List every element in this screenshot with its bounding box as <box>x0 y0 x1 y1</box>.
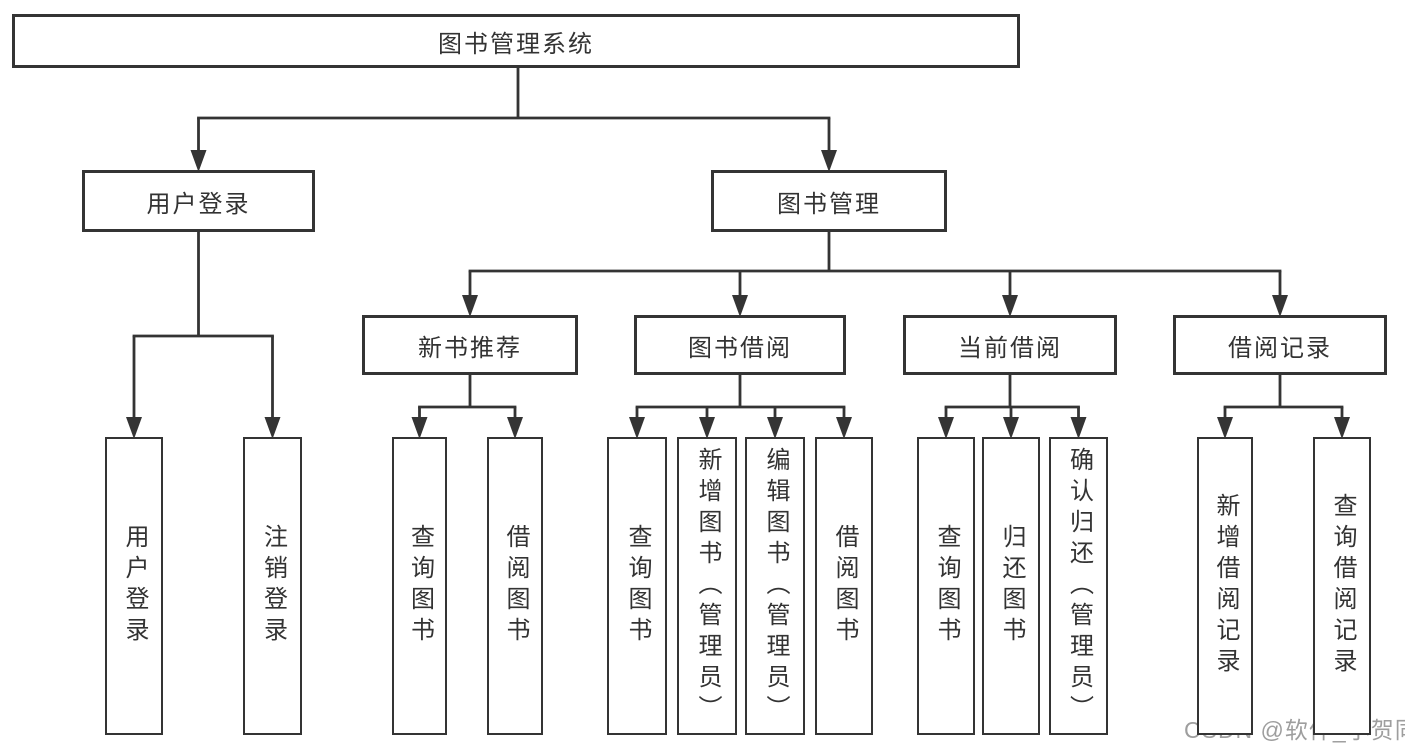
node-label-new-book-recommend: 新书推荐 <box>418 334 522 362</box>
node-user-login: 用户登录 <box>82 170 315 232</box>
node-bb-add-book: 新增图书（管理员） <box>677 437 737 735</box>
connector-borrow-records <box>1217 374 1350 439</box>
node-nb-borrow-book: 借阅图书 <box>487 437 543 735</box>
node-label-bb-edit-book: 编辑图书（管理员） <box>762 447 789 726</box>
node-label-logout: 注销登录 <box>259 524 287 648</box>
node-cb-query-book: 查询图书 <box>917 437 975 735</box>
node-label-login: 用户登录 <box>121 524 148 648</box>
node-label-book-borrowing: 图书借阅 <box>688 334 792 362</box>
node-label-root: 图书管理系统 <box>438 30 594 58</box>
node-book-management: 图书管理 <box>711 170 947 232</box>
node-label-nb-borrow-book: 借阅图书 <box>502 524 529 648</box>
node-br-add-record: 新增借阅记录 <box>1197 437 1253 735</box>
node-label-cb-confirm-return: 确认归还（管理员） <box>1065 447 1093 726</box>
node-label-cb-query-book: 查询图书 <box>933 524 960 648</box>
node-bb-borrow-book: 借阅图书 <box>815 437 873 735</box>
node-current-borrowing: 当前借阅 <box>903 315 1117 375</box>
node-cb-return-book: 归还图书 <box>982 437 1040 735</box>
connector-current-borrowing <box>938 374 1087 439</box>
node-label-user-login: 用户登录 <box>146 190 251 218</box>
node-label-br-query-record: 查询借阅记录 <box>1329 493 1356 679</box>
node-label-nb-query-book: 查询图书 <box>406 524 434 648</box>
node-bb-query-book: 查询图书 <box>607 437 667 735</box>
node-book-borrowing: 图书借阅 <box>634 315 846 375</box>
connector-book-management <box>462 231 1288 317</box>
node-nb-query-book: 查询图书 <box>392 437 447 735</box>
connector-user-login <box>126 231 281 439</box>
node-label-bb-borrow-book: 借阅图书 <box>831 524 858 648</box>
node-login: 用户登录 <box>105 437 163 735</box>
node-label-br-add-record: 新增借阅记录 <box>1212 493 1239 679</box>
node-cb-confirm-return: 确认归还（管理员） <box>1049 437 1108 735</box>
connector-book-borrowing <box>629 374 852 439</box>
connector-root <box>190 67 837 172</box>
node-label-cb-return-book: 归还图书 <box>998 524 1025 648</box>
node-borrow-records: 借阅记录 <box>1173 315 1387 375</box>
node-label-current-borrowing: 当前借阅 <box>958 334 1062 362</box>
node-bb-edit-book: 编辑图书（管理员） <box>745 437 805 735</box>
node-label-borrow-records: 借阅记录 <box>1228 334 1332 362</box>
node-root: 图书管理系统 <box>12 14 1020 68</box>
node-new-book-recommend: 新书推荐 <box>362 315 578 375</box>
node-br-query-record: 查询借阅记录 <box>1313 437 1371 735</box>
node-logout: 注销登录 <box>243 437 302 735</box>
node-label-bb-query-book: 查询图书 <box>624 524 651 648</box>
connector-new-book-recommend <box>411 374 523 439</box>
node-label-book-management: 图书管理 <box>777 190 881 218</box>
node-label-bb-add-book: 新增图书（管理员） <box>694 447 721 726</box>
